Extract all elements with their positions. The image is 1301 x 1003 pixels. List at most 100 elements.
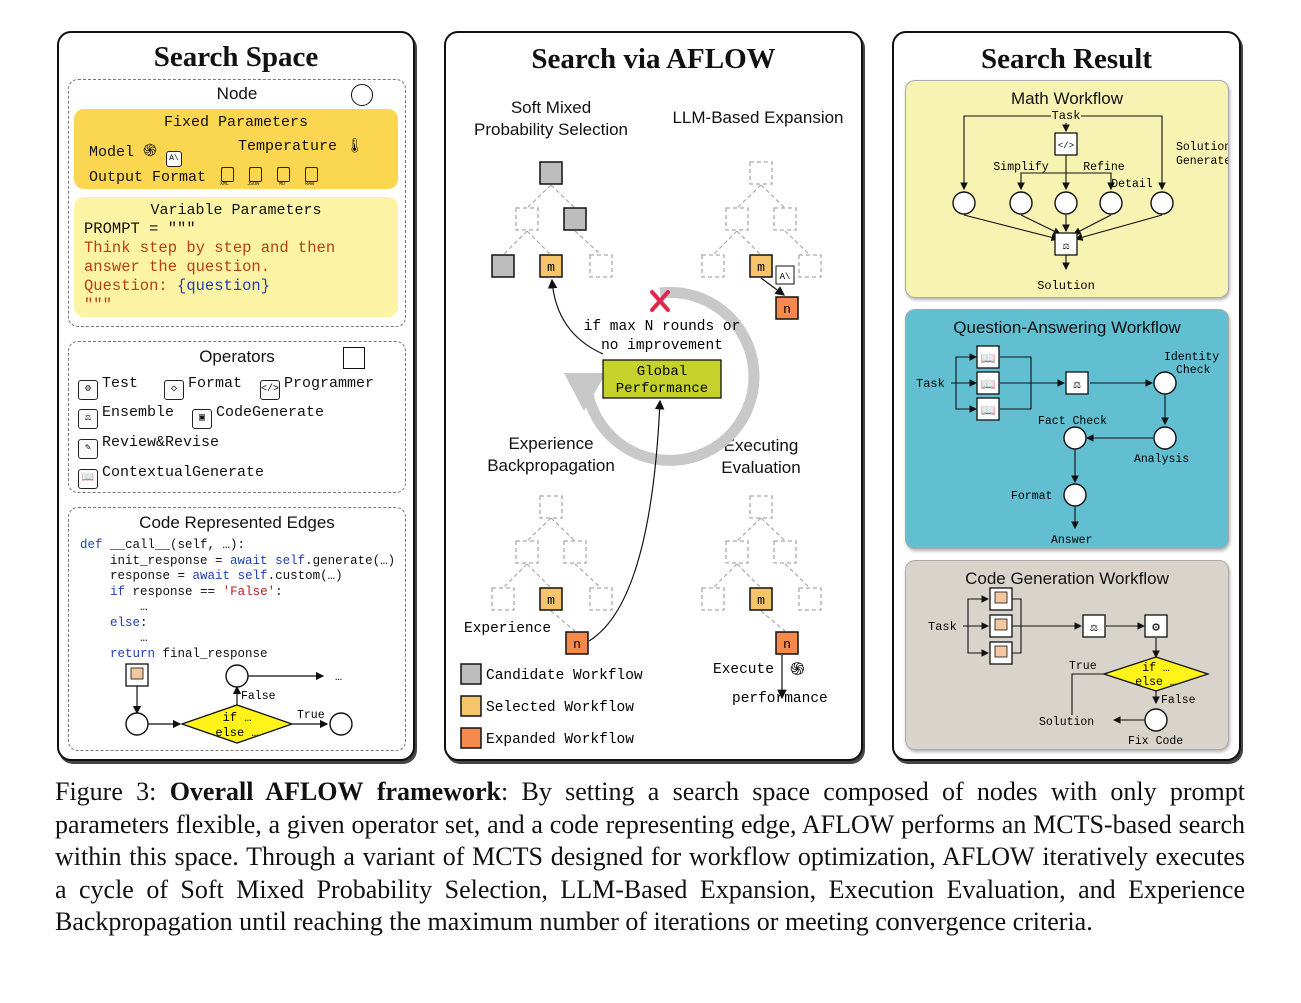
code-line-6: else: [110,615,148,630]
output-format-label: Output Format [89,169,207,186]
model-row: Model ֍ A\ [89,138,186,167]
svg-text:m: m [757,593,765,608]
operator-codegenerate: ▣CodeGenerate [192,404,324,429]
operators-square-icon [343,347,365,369]
flow-false-circle [225,664,249,688]
math-workflow-title: Math Workflow [1010,89,1124,108]
file-raw-icon: RAW [305,167,319,187]
global-performance-box [602,359,722,399]
svg-text:📖: 📖 [981,378,996,392]
legend-candidate-swatch [460,663,482,685]
legend-expanded-swatch [460,727,482,749]
output-format-row: Output Format XML JSON MD RAW [89,166,319,187]
search-result-panel: Search Result Math Workflow Task </> [892,31,1241,761]
selection-tree [502,184,602,256]
flow-else-text: else … [215,726,258,740]
svg-text:if …: if … [1142,662,1170,675]
tree1-node-l2c [589,254,613,278]
cycle-ring [580,286,760,466]
svg-text:📖: 📖 [981,352,996,366]
tree1-node-selected [539,254,563,278]
svg-text:False: False [1161,694,1196,707]
tree1-node-l1b [563,207,587,231]
legend-candidate-text: Candidate Workflow [486,668,643,684]
code-workflow-diagram: Task ⚖ ⚙ if … [928,587,1211,748]
model-label: Model [89,144,135,161]
math-programmer-box [1054,132,1078,156]
svg-text:m: m [547,260,555,275]
figure-caption: Figure 3: Overall AFLOW framework: By se… [55,777,1245,936]
svg-text:Task: Task [928,620,957,634]
svg-text:True: True [1069,660,1097,673]
operators-title: Operators [199,347,275,366]
arrow-to-selection [547,278,604,355]
file-md-icon: MD [277,167,291,187]
svg-text:📖: 📖 [981,404,996,418]
code-line-8: return final_response [110,646,268,661]
search-result-title: Search Result [980,43,1153,75]
evaluation-label: Executing Evaluation [721,436,801,477]
mcts-diagram: m m m m A\ n n n Glob [460,161,828,749]
tree2-node-l1a [725,207,749,231]
tree3-node-selected [539,587,563,611]
svg-text:m: m [757,260,765,275]
tree3-node-expanded [565,631,589,655]
tree4-node-l1b [773,540,797,564]
global-text-2: Performance [616,381,708,397]
ensemble-icon: ⚖ [78,409,98,429]
tree3-node-l1a [515,540,539,564]
backprop-tree [502,517,602,632]
backprop-label: Experience Backpropagation [487,434,615,475]
stop-x-icon [650,290,670,312]
prompt-text-1: Think step by step and then [84,239,336,257]
svg-text:Solution: Solution [1037,279,1095,293]
flow-start-circle [125,712,149,736]
svg-text:Fix Code: Fix Code [1128,735,1183,748]
code-icon: </> [260,380,280,400]
tree3-node-l1b [563,540,587,564]
operator-ensemble: ⚖Ensemble [78,404,174,429]
legend-selected-swatch [460,695,482,717]
file-json-icon: JSON [247,167,263,187]
tree2-node-root [749,161,773,185]
svg-text:Task: Task [916,377,945,391]
code-edges-title: Code Represented Edges [139,513,335,532]
legend-selected-text: Selected Workflow [486,700,634,716]
openai-logo-icon: ֍ [143,143,157,162]
math-workflow-box: Math Workflow Task </> Simplify Ref [905,80,1229,298]
math-ensemble-box [1054,232,1078,256]
tree4-node-l2c [798,587,822,611]
qa-workflow-diagram: Task 📖📖📖 ⚖ [916,345,1219,547]
svg-text:⚖: ⚖ [1090,621,1098,635]
code-line-1: def __call__(self, …): [80,538,246,552]
tree4-node-l1a [725,540,749,564]
flow-false-text: False [241,690,276,703]
tree2-node-l2c [798,254,822,278]
svg-text:Analysis: Analysis [1134,453,1189,466]
search-space-panel: Search Space Node Fixed Parameters Model… [57,31,415,761]
tree1-node-root [539,161,563,185]
flow-if-text: if … [223,711,252,725]
global-text-1: Global [637,364,687,380]
experience-text: Experience [464,621,551,637]
svg-text:Detail: Detail [1111,178,1153,191]
code-line-5: … [80,600,148,614]
qa-workflow-box: Question-Answering Workflow Task [905,309,1229,549]
code-block: def __call__(self, …): init_response = a… [80,538,395,662]
operator-contextual-generate: 📖ContextualGenerate [78,464,264,489]
file-xml-icon: XML [220,167,235,187]
variable-parameters-title: Variable Parameters [150,202,322,219]
tree3-node-l2c [589,587,613,611]
qa-workflow-title: Question-Answering Workflow [953,318,1181,337]
prompt-text-2: answer the question. [84,258,271,276]
evaluation-tree [712,517,811,632]
fixed-parameters-box: Fixed Parameters Model ֍ A\ Temperature … [74,109,398,189]
performance-text: performance [732,691,828,707]
code-line-3: response = await self.custom(…) [80,569,343,583]
svg-text:n: n [573,637,581,652]
code-workflow-box: Code Generation Workflow Task [905,560,1229,750]
fixed-parameters-title: Fixed Parameters [163,114,309,131]
node-circle-icon [351,84,373,106]
svg-text:n: n [783,637,791,652]
temperature-row: Temperature 🌡 [238,138,364,155]
